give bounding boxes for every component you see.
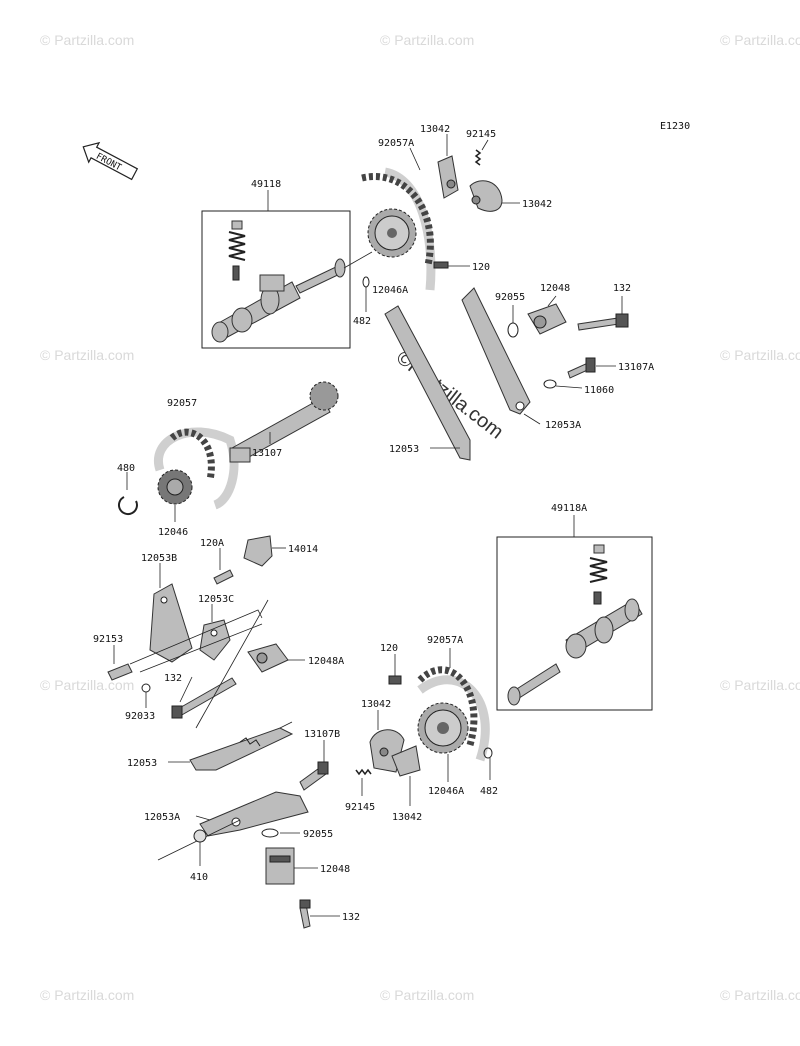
camshaft-assembly-box: [496, 536, 653, 711]
part-label-410: 410: [190, 872, 208, 883]
watermark-layer: © Partzilla.com © Partzilla.com © Partzi…: [40, 32, 800, 1003]
o-ring-icon: [362, 276, 370, 288]
decompressor-weight-icon: [437, 149, 503, 212]
timing-chain-icon: [361, 173, 434, 266]
bolt-icon: [433, 261, 470, 269]
watermark: © Partzilla.com: [40, 347, 134, 363]
part-label-12046: 12046: [158, 527, 188, 538]
part-label-120: 120: [472, 262, 490, 273]
diagram-code: E1230: [660, 121, 690, 132]
chain-guide-icon: [189, 727, 294, 771]
part-label-132: 132: [613, 283, 631, 294]
watermark: © Partzilla.com: [720, 677, 800, 693]
part-label-12048a: 12048A: [308, 656, 344, 667]
bolt-icon: [107, 663, 133, 681]
watermark: © Partzilla.com: [720, 987, 800, 1003]
part-label-92145: 92145: [466, 129, 496, 140]
tensioner-icon: [247, 643, 289, 673]
ring-icon: [117, 496, 138, 516]
part-label-49118: 49118: [251, 179, 281, 190]
valve-spring-icon: [589, 544, 608, 605]
bolt-icon: [171, 677, 237, 719]
part-label-13042: 13042: [420, 124, 450, 135]
part-label-13107a: 13107A: [618, 362, 654, 373]
part-label-132: 132: [342, 912, 360, 923]
gasket-icon: [507, 322, 519, 338]
part-label-120a: 120A: [200, 538, 224, 549]
part-label-13107b: 13107B: [304, 729, 340, 740]
part-label-12048: 12048: [320, 864, 350, 875]
pivot-bolt-icon: [299, 761, 329, 791]
o-ring-icon: [483, 747, 493, 759]
cam-sprocket-icon: [417, 702, 469, 754]
part-label-480: 480: [117, 463, 135, 474]
part-label-13107: 13107: [252, 448, 282, 459]
bolt-icon: [577, 313, 629, 331]
part-label-12053: 12053: [389, 444, 419, 455]
part-labels: 49118 92057A 13042 92145 13042 120 12046…: [93, 124, 654, 923]
watermark: © Partzilla.com: [40, 987, 134, 1003]
part-label-13042: 13042: [392, 812, 422, 823]
part-label-13042: 13042: [522, 199, 552, 210]
front-arrow-icon: FRONT: [82, 141, 139, 181]
part-label-13042: 13042: [361, 699, 391, 710]
chain-guide-icon: [384, 287, 531, 461]
camshaft-icon: [211, 274, 301, 343]
guide-plate-icon: [243, 535, 286, 567]
camshaft-assembly-box: [201, 210, 351, 349]
part-label-12046a: 12046A: [372, 285, 408, 296]
part-label-92153: 92153: [93, 634, 123, 645]
watermark: © Partzilla.com: [720, 32, 800, 48]
bolt-icon: [299, 899, 311, 929]
watermark: © Partzilla.com: [720, 347, 800, 363]
watermark: © Partzilla.com: [380, 32, 474, 48]
camshaft-icon: [565, 598, 643, 659]
part-label-12048: 12048: [540, 283, 570, 294]
gasket-icon: [261, 828, 279, 838]
part-label-49118a: 49118A: [551, 503, 587, 514]
tensioner-arm-icon: [199, 619, 231, 661]
part-label-92057: 92057: [167, 398, 197, 409]
valve-spring-icon: [228, 220, 246, 281]
part-label-482: 482: [353, 316, 371, 327]
part-label-12053: 12053: [127, 758, 157, 769]
chain-guide-icon: [149, 583, 193, 663]
part-label-12053c: 12053C: [198, 594, 234, 605]
watermark: © Partzilla.com: [40, 32, 134, 48]
washer-icon: [543, 379, 583, 389]
part-label-12053a: 12053A: [144, 812, 180, 823]
watermark: © Partzilla.com: [40, 677, 134, 693]
pivot-bolt-icon: [567, 357, 616, 379]
tensioner-icon: [527, 303, 567, 335]
cam-sprocket-icon: [367, 208, 417, 258]
part-label-12053b: 12053B: [141, 553, 177, 564]
rocker-shaft-icon: [295, 251, 373, 294]
part-label-92145: 92145: [345, 802, 375, 813]
part-label-132: 132: [164, 673, 182, 684]
part-label-92055: 92055: [495, 292, 525, 303]
bolt-icon: [213, 548, 234, 585]
timing-chain-icon: [169, 428, 215, 481]
bolt-icon: [388, 675, 402, 685]
part-label-92033: 92033: [125, 711, 155, 722]
shaft-icon: [229, 381, 339, 463]
part-label-92057a: 92057A: [427, 635, 463, 646]
part-label-14014: 14014: [288, 544, 318, 555]
tensioner-icon: [265, 847, 295, 885]
part-label-482: 482: [480, 786, 498, 797]
watermark: © Partzilla.com: [380, 987, 474, 1003]
o-ring-icon: [141, 683, 151, 693]
part-label-120: 120: [380, 643, 398, 654]
chain-guide-icon: [199, 791, 309, 837]
part-label-12046a: 12046A: [428, 786, 464, 797]
decompressor-weight-icon: [355, 729, 421, 777]
part-label-92057a: 92057A: [378, 138, 414, 149]
part-label-11060: 11060: [584, 385, 614, 396]
part-label-92055: 92055: [303, 829, 333, 840]
washer-icon: [193, 829, 207, 843]
rocker-shaft-icon: [507, 663, 561, 706]
part-label-12053a: 12053A: [545, 420, 581, 431]
sprocket-icon: [157, 469, 193, 505]
